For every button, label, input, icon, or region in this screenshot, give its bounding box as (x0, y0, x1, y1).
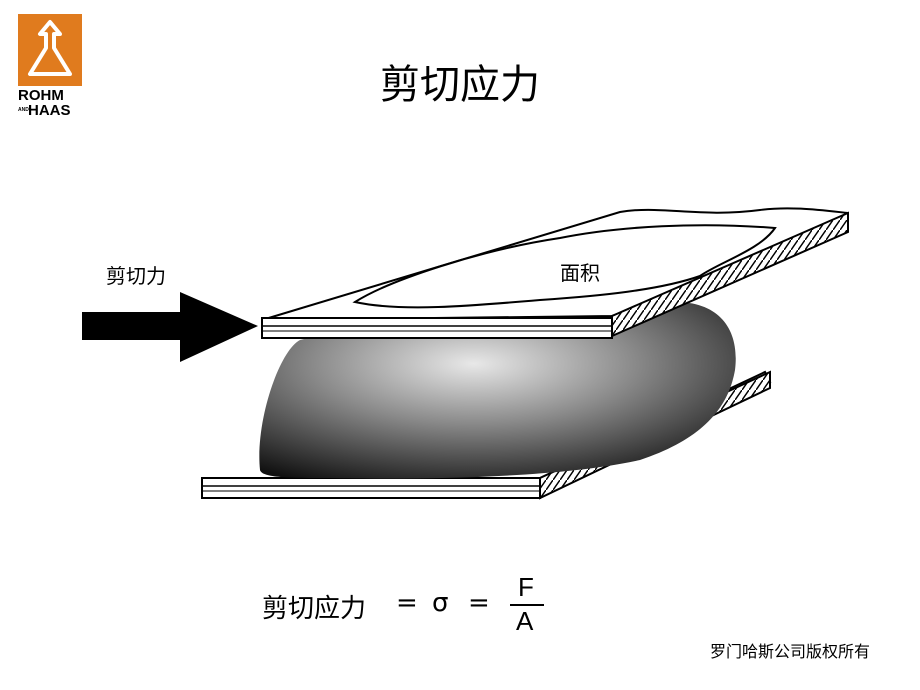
formula-equals-2: = (468, 588, 490, 618)
flask-logo-icon (18, 14, 82, 86)
formula-denominator: A (516, 606, 534, 636)
formula-sigma: σ (432, 588, 449, 618)
shear-force-arrow-icon (82, 292, 258, 362)
contact-area (352, 224, 777, 309)
shear-force-label: 剪切力 (106, 264, 166, 288)
rohm-haas-logo: ROHM AND HAAS (18, 14, 82, 118)
formula-numerator: F (518, 572, 534, 602)
logo-text-haas: HAAS (28, 102, 71, 119)
top-plate (261, 207, 849, 339)
copyright-footer: 罗门哈斯公司版权所有 (709, 642, 870, 661)
fraction-bar (510, 604, 544, 606)
formula-equals-1: = (396, 588, 418, 618)
logo-text-rohm: ROHM (18, 87, 64, 104)
sample-material (259, 301, 736, 479)
logo-text-and: AND (18, 107, 29, 113)
area-label: 面积 (560, 261, 600, 285)
page-title: 剪切应力 (380, 62, 540, 108)
formula-lhs: 剪切应力 (262, 594, 367, 624)
